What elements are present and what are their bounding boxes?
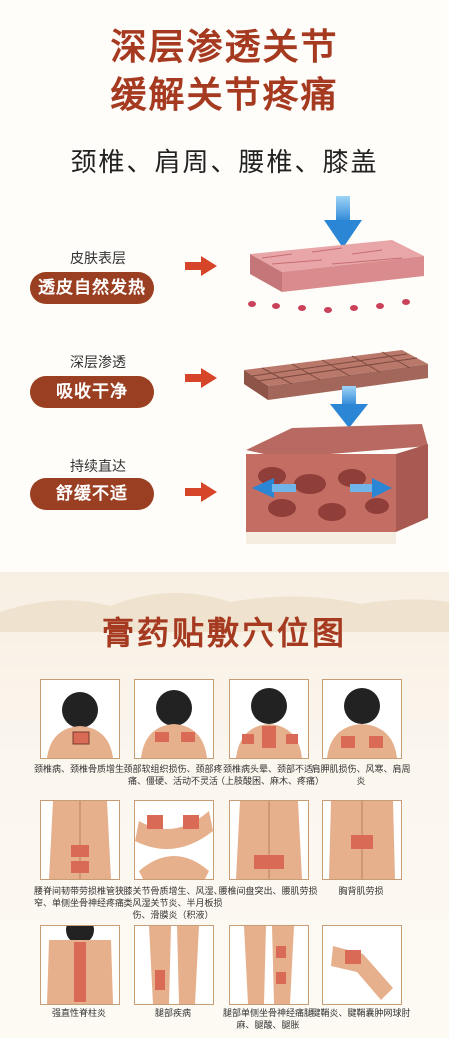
arrow-right-icon xyxy=(185,368,217,388)
acupoint-caption: 胸背肌劳损 xyxy=(338,887,384,897)
acupoint-illustration xyxy=(134,679,214,759)
acupoint-caption: 腰脊间韧带劳损椎管狭窄、单侧坐骨神经疼痛 xyxy=(33,887,124,909)
acupoint-caption: 强直性脊柱炎 xyxy=(51,1009,106,1019)
acupoint-illustration xyxy=(229,800,309,880)
acupoint-title: 膏药贴敷穴位图 xyxy=(101,614,347,652)
acupoint-illustration xyxy=(134,925,214,1005)
acupoint-illustration xyxy=(229,925,309,1005)
acupoint-illustration xyxy=(40,679,120,759)
acupoint-illustration xyxy=(40,800,120,880)
acupoint-illustration xyxy=(322,925,402,1005)
acupoint-caption: 腿部疾病 xyxy=(154,1009,191,1019)
acupoint-caption: 腿部单侧坐骨神经痛腿麻、腿酸、腿胀 xyxy=(222,1009,313,1031)
pill-sustained: 舒缓不适 xyxy=(30,478,154,510)
layer-label-deep: 深层渗透 xyxy=(70,355,126,371)
acupoint-caption: 颈椎病头晕、颈部不适（上肢酸困、麻木、疼痛） xyxy=(216,765,325,787)
acupoint-caption: 腱鞘炎、腱鞘囊肿网球肘 xyxy=(311,1009,411,1019)
pill-skin: 透皮自然发热 xyxy=(30,272,154,304)
acupoint-illustration xyxy=(134,800,214,880)
arrow-right-icon xyxy=(185,482,217,502)
title-line-2: 缓解关节疼痛 xyxy=(110,74,339,116)
acupoint-illustration xyxy=(322,679,402,759)
acupoint-illustration xyxy=(322,800,402,880)
pill-deep: 吸收干净 xyxy=(30,376,154,408)
acupoint-caption: 颈椎病、颈椎骨质增生 xyxy=(33,765,124,775)
arrow-right-icon xyxy=(185,256,217,276)
acupoint-caption: 肩胛肌损伤、风寒、肩周炎 xyxy=(311,765,411,787)
layer-label-skin: 皮肤表层 xyxy=(70,251,126,267)
layer-label-sustained: 持续直达 xyxy=(70,459,126,475)
mountain-decoration xyxy=(0,592,449,632)
acupoint-illustration xyxy=(40,925,120,1005)
skin-layers-illustration xyxy=(244,196,428,544)
title-line-1: 深层渗透关节 xyxy=(110,26,339,68)
subtitle: 颈椎、肩周、腰椎、膝盖 xyxy=(70,148,379,178)
acupoint-caption: 颈部软组织损伤、颈部疼痛、僵硬、活动不灵活 xyxy=(123,765,223,787)
acupoint-illustration xyxy=(229,679,309,759)
acupoint-caption: 膝关节骨质增生、风湿、类风湿关节炎、半月板损伤、滑膜炎（积液） xyxy=(123,887,223,921)
acupoint-caption: 腰椎间盘突出、腰肌劳损 xyxy=(218,887,318,897)
intro-section: 深层渗透关节 缓解关节疼痛 颈椎、肩周、腰椎、膝盖 皮肤表层 透皮自然发热 深层… xyxy=(30,26,428,544)
